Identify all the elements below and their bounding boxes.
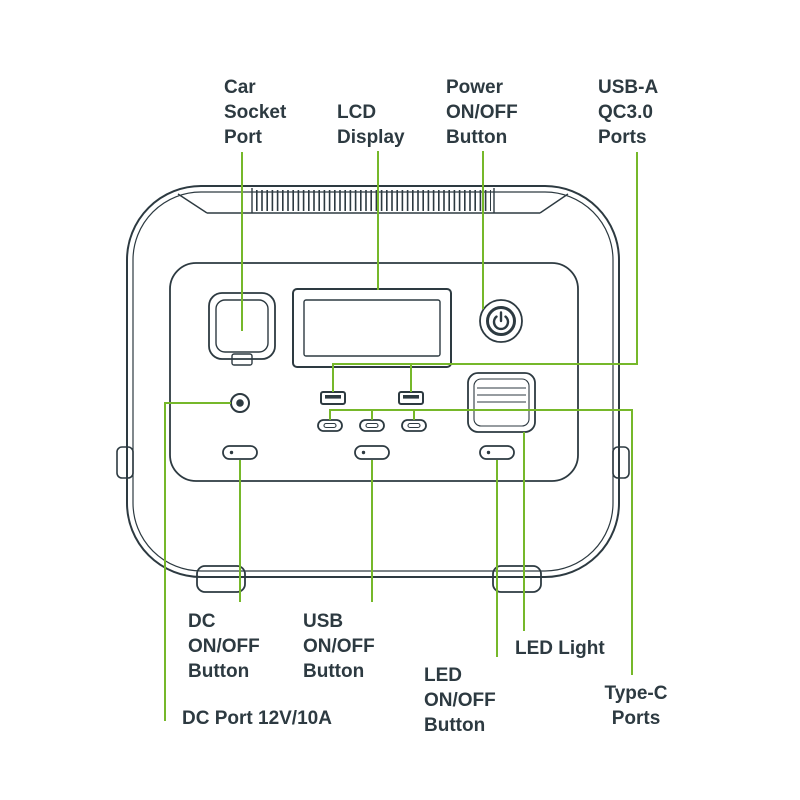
label-led-light: LED Light	[515, 636, 605, 661]
led-onoff-button	[479, 445, 515, 460]
label-line: Socket	[224, 102, 287, 123]
label-line: DC	[188, 611, 216, 632]
label-usb-onoff-button: USB ON/OFF Button	[303, 609, 375, 684]
label-line: Type-C	[604, 683, 668, 704]
type-c-ports	[317, 419, 427, 432]
label-led-onoff-button: LED ON/OFF Button	[424, 663, 496, 738]
front-panel	[169, 262, 579, 482]
label-line: Button	[188, 661, 250, 682]
label-power-onoff-button: Power ON/OFF Button	[446, 75, 518, 150]
label-dc-port: DC Port 12V/10A	[182, 706, 332, 731]
label-line: QC3.0	[598, 102, 653, 123]
label-line: ON/OFF	[446, 102, 518, 123]
label-line: LED	[424, 665, 462, 686]
label-line: Button	[424, 715, 486, 736]
power-onoff-button	[479, 299, 523, 343]
lcd-display	[292, 288, 452, 368]
label-line: Power	[446, 77, 504, 98]
label-line: Button	[303, 661, 365, 682]
label-usb-a-qc3-ports: USB-A QC3.0 Ports	[598, 75, 658, 150]
label-line: Button	[446, 127, 508, 148]
callout-usb-a-ports	[332, 152, 638, 392]
side-tab-right	[612, 446, 630, 479]
label-line: ON/OFF	[424, 690, 496, 711]
label-line: LED Light	[515, 638, 605, 659]
foot-right	[492, 565, 542, 593]
led-light-panel	[467, 372, 536, 433]
handle-band	[177, 188, 569, 214]
callout-type-c-ports	[329, 409, 633, 675]
label-dc-onoff-button: DC ON/OFF Button	[188, 609, 260, 684]
label-line: DC Port 12V/10A	[182, 708, 332, 729]
dc-port	[230, 393, 250, 413]
label-line: Display	[337, 127, 405, 148]
label-line: USB	[303, 611, 344, 632]
label-line: Port	[224, 127, 262, 148]
foot-left	[196, 565, 246, 593]
callout-lines	[164, 151, 638, 721]
side-tab-left	[116, 446, 134, 479]
label-car-socket-port: Car Socket Port	[224, 75, 286, 150]
label-type-c-ports: Type-C Ports	[601, 681, 671, 731]
power-icon	[492, 311, 510, 331]
label-line: ON/OFF	[303, 636, 375, 657]
dc-onoff-button	[222, 445, 258, 460]
label-line: LCD	[337, 102, 377, 123]
label-line: Ports	[598, 127, 647, 148]
callout-dc-port	[164, 402, 231, 721]
label-line: Ports	[611, 708, 661, 729]
label-line: USB-A	[598, 77, 659, 98]
label-line: Car	[224, 77, 256, 98]
usb-a-ports	[320, 391, 424, 405]
label-line: ON/OFF	[188, 636, 260, 657]
label-lcd-display: LCD Display	[337, 100, 405, 150]
usb-onoff-button	[354, 445, 390, 460]
device-body	[116, 185, 630, 593]
